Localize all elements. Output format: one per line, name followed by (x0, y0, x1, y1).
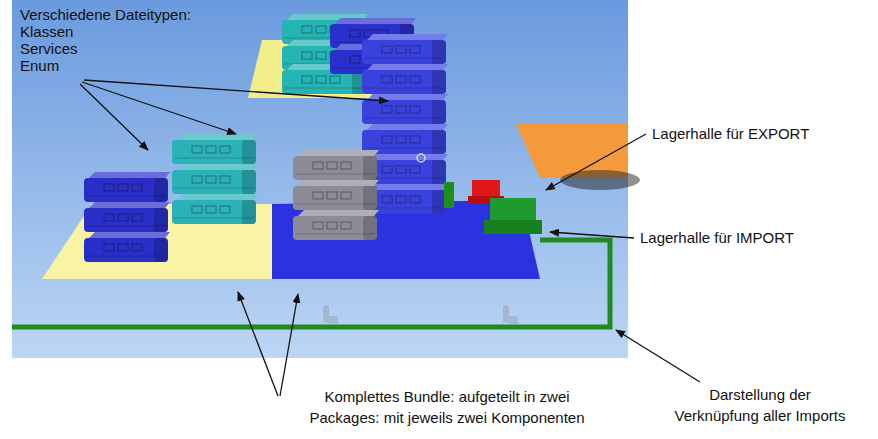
callout-label: Lagerhalle für EXPORT (652, 125, 809, 142)
callout-label: Verschiedene Dateitypen: (20, 6, 191, 23)
callout-label: Klassen (20, 23, 73, 40)
callout-label: Darstellung der Verknüpfung aller Import… (672, 384, 848, 426)
callout-label: Services (20, 40, 78, 57)
callout-label: Komplettes Bundle: aufgeteilt in zwei Pa… (288, 386, 606, 428)
callout-label: Lagerhalle für IMPORT (640, 229, 794, 246)
callout-label: Enum (20, 57, 59, 74)
